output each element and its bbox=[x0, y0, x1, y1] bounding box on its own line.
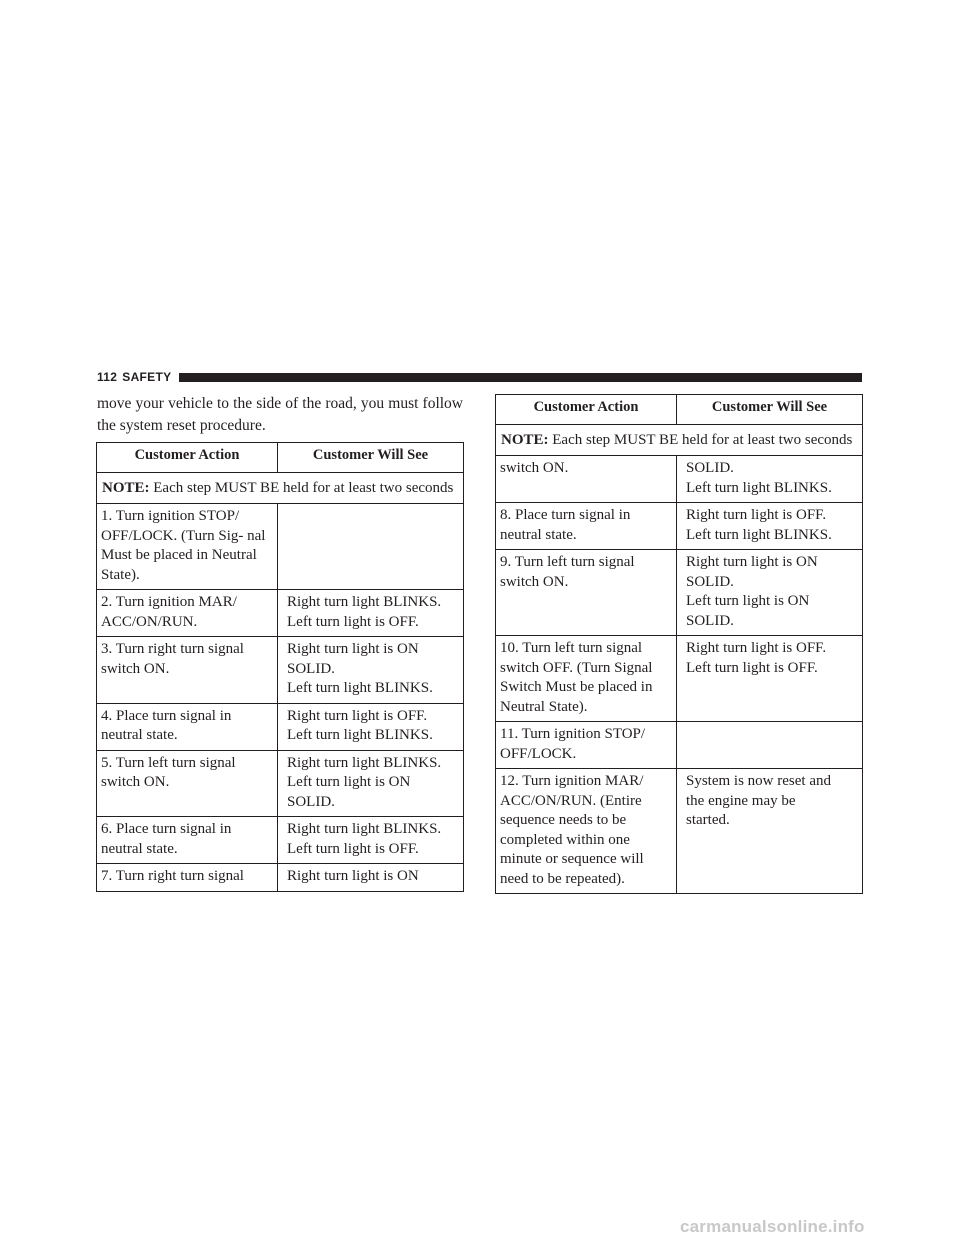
customer-action-cell: 10. Turn left turn signal switch OFF. (T… bbox=[495, 635, 677, 722]
customer-will-see-cell: Right turn light is ON SOLID. Left turn li… bbox=[676, 549, 863, 636]
see-line: started. bbox=[686, 812, 730, 828]
note-label: NOTE: bbox=[501, 431, 549, 448]
customer-action-cell: 7. Turn right turn signal bbox=[96, 863, 278, 892]
table-row: 4. Place turn signal in neutral state.Ri… bbox=[96, 702, 464, 751]
table-row: 11. Turn ignition STOP/ OFF/LOCK. bbox=[495, 721, 863, 769]
see-line: Left turn light BLINKS. bbox=[686, 479, 832, 496]
note-text: Each step MUST BE held for at least two … bbox=[149, 479, 454, 496]
see-line: SOLID. bbox=[287, 793, 335, 810]
see-line: Left turn light BLINKS. bbox=[686, 526, 832, 543]
table-row: 6. Place turn signal in neutral state.Ri… bbox=[96, 816, 464, 864]
customer-will-see-cell bbox=[277, 503, 464, 590]
header-rule bbox=[179, 373, 862, 382]
see-line: Right turn light is ON bbox=[686, 554, 818, 570]
note-label: NOTE: bbox=[102, 479, 150, 496]
see-line: Left turn light is OFF. bbox=[287, 613, 419, 630]
table-header-row: Customer Action Customer Will See bbox=[495, 394, 863, 425]
customer-will-see-cell: Right turn light BLINKS. Left turn light … bbox=[277, 816, 464, 864]
customer-will-see-cell: Right turn light is ON bbox=[277, 863, 464, 892]
customer-will-see-cell: Right turn light BLINKS. Left turn light … bbox=[277, 589, 464, 637]
see-line: Right turn light BLINKS. bbox=[287, 754, 442, 771]
customer-will-see-cell: Right turn light BLINKS. Left turn light … bbox=[277, 749, 464, 817]
customer-action-cell: switch ON. bbox=[495, 455, 677, 503]
see-line: SOLID. bbox=[686, 573, 734, 590]
customer-action-cell: 8. Place turn signal in neutral state. bbox=[495, 502, 677, 550]
see-line: Left turn light is OFF. bbox=[287, 840, 419, 857]
see-line: Right turn light BLINKS. bbox=[287, 821, 442, 837]
table-row: switch ON. SOLID. Left turn light BLINKS. bbox=[495, 455, 863, 503]
see-line: SOLID. bbox=[686, 612, 734, 629]
header-customer-action: Customer Action bbox=[495, 394, 677, 425]
customer-action-cell: 9. Turn left turn signal switch ON. bbox=[495, 549, 677, 636]
note-row: NOTE: Each step MUST BE held for at leas… bbox=[495, 423, 863, 456]
table-row: 10. Turn left turn signal switch OFF. (T… bbox=[495, 635, 863, 722]
customer-will-see-cell: Right turn light is OFF. Left turn light … bbox=[676, 635, 863, 722]
page-number: 112 bbox=[97, 370, 118, 384]
header-customer-will-see: Customer Will See bbox=[676, 394, 863, 425]
table-row: 7. Turn right turn signal Right turn ligh… bbox=[96, 863, 464, 892]
table-row: 2. Turn ignition MAR/ ACC/ON/RUN.Right t… bbox=[96, 589, 464, 637]
reset-procedure-table-left: Customer Action Customer Will See NOTE: … bbox=[96, 442, 464, 892]
note-cell: NOTE: Each step MUST BE held for at leas… bbox=[96, 471, 464, 504]
table-row: 1. Turn ignition STOP/ OFF/LOCK. (Turn S… bbox=[96, 503, 464, 590]
see-line: Left turn light is OFF. bbox=[686, 659, 818, 676]
customer-action-cell: 12. Turn ignition MAR/ ACC/ON/RUN. (Enti… bbox=[495, 768, 677, 894]
table-header-row: Customer Action Customer Will See bbox=[96, 442, 464, 473]
customer-action-cell: 1. Turn ignition STOP/ OFF/LOCK. (Turn S… bbox=[96, 503, 278, 590]
see-line: Left turn light BLINKS. bbox=[287, 680, 433, 696]
table-row: 9. Turn left turn signal switch ON.Right… bbox=[495, 549, 863, 636]
note-cell: NOTE: Each step MUST BE held for at leas… bbox=[495, 423, 863, 456]
see-line: the engine may be bbox=[686, 792, 796, 809]
see-line: Right turn light is ON bbox=[287, 641, 419, 657]
see-line: Right turn light is OFF. bbox=[686, 640, 827, 656]
see-line: System is now reset and bbox=[686, 773, 831, 789]
section-title: SAFETY bbox=[122, 370, 172, 384]
see-line: SOLID. bbox=[287, 660, 335, 677]
customer-will-see-cell: System is now reset and the engine may be… bbox=[676, 768, 863, 894]
header-customer-action: Customer Action bbox=[96, 442, 278, 473]
note-row: NOTE: Each step MUST BE held for at leas… bbox=[96, 471, 464, 504]
watermark: carmanualsonline.info bbox=[680, 1217, 865, 1236]
customer-action-cell: 6. Place turn signal in neutral state. bbox=[96, 816, 278, 864]
customer-will-see-cell: Right turn light is OFF. Left turn light … bbox=[277, 702, 464, 751]
reset-procedure-table-right: Customer Action Customer Will See NOTE: … bbox=[495, 394, 863, 894]
see-line: Right turn light is OFF. bbox=[686, 507, 827, 523]
note-text: Each step MUST BE held for at least two … bbox=[548, 431, 853, 448]
customer-will-see-cell bbox=[676, 721, 863, 769]
table-row: 5. Turn left turn signal switch ON.Right… bbox=[96, 749, 464, 817]
table-row: 3. Turn right turn signal switch ON.Righ… bbox=[96, 636, 464, 704]
customer-will-see-cell: SOLID. Left turn light BLINKS. bbox=[676, 455, 863, 503]
see-line: Left turn light is ON bbox=[287, 774, 411, 790]
customer-action-cell: 3. Turn right turn signal switch ON. bbox=[96, 636, 278, 704]
see-line: Right turn light BLINKS. bbox=[287, 594, 442, 610]
see-line: Right turn light is ON bbox=[287, 868, 419, 884]
page-header: 112 SAFETY bbox=[97, 369, 862, 385]
see-line: Right turn light is OFF. bbox=[287, 707, 428, 724]
see-line: Left turn light is ON bbox=[686, 593, 810, 609]
see-line: SOLID. bbox=[686, 460, 734, 476]
header-customer-will-see: Customer Will See bbox=[277, 442, 464, 473]
table-row: 12. Turn ignition MAR/ ACC/ON/RUN. (Enti… bbox=[495, 768, 863, 894]
customer-will-see-cell: Right turn light is ON SOLID. Left turn li… bbox=[277, 636, 464, 704]
customer-action-cell: 2. Turn ignition MAR/ ACC/ON/RUN. bbox=[96, 589, 278, 637]
customer-action-cell: 4. Place turn signal in neutral state. bbox=[96, 702, 278, 751]
table-row: 8. Place turn signal in neutral state.Ri… bbox=[495, 502, 863, 550]
customer-action-cell: 5. Turn left turn signal switch ON. bbox=[96, 749, 278, 817]
intro-paragraph: move your vehicle to the side of the roa… bbox=[97, 395, 463, 434]
see-line: Left turn light BLINKS. bbox=[287, 727, 433, 743]
customer-will-see-cell: Right turn light is OFF. Left turn light … bbox=[676, 502, 863, 550]
customer-action-cell: 11. Turn ignition STOP/ OFF/LOCK. bbox=[495, 721, 677, 769]
